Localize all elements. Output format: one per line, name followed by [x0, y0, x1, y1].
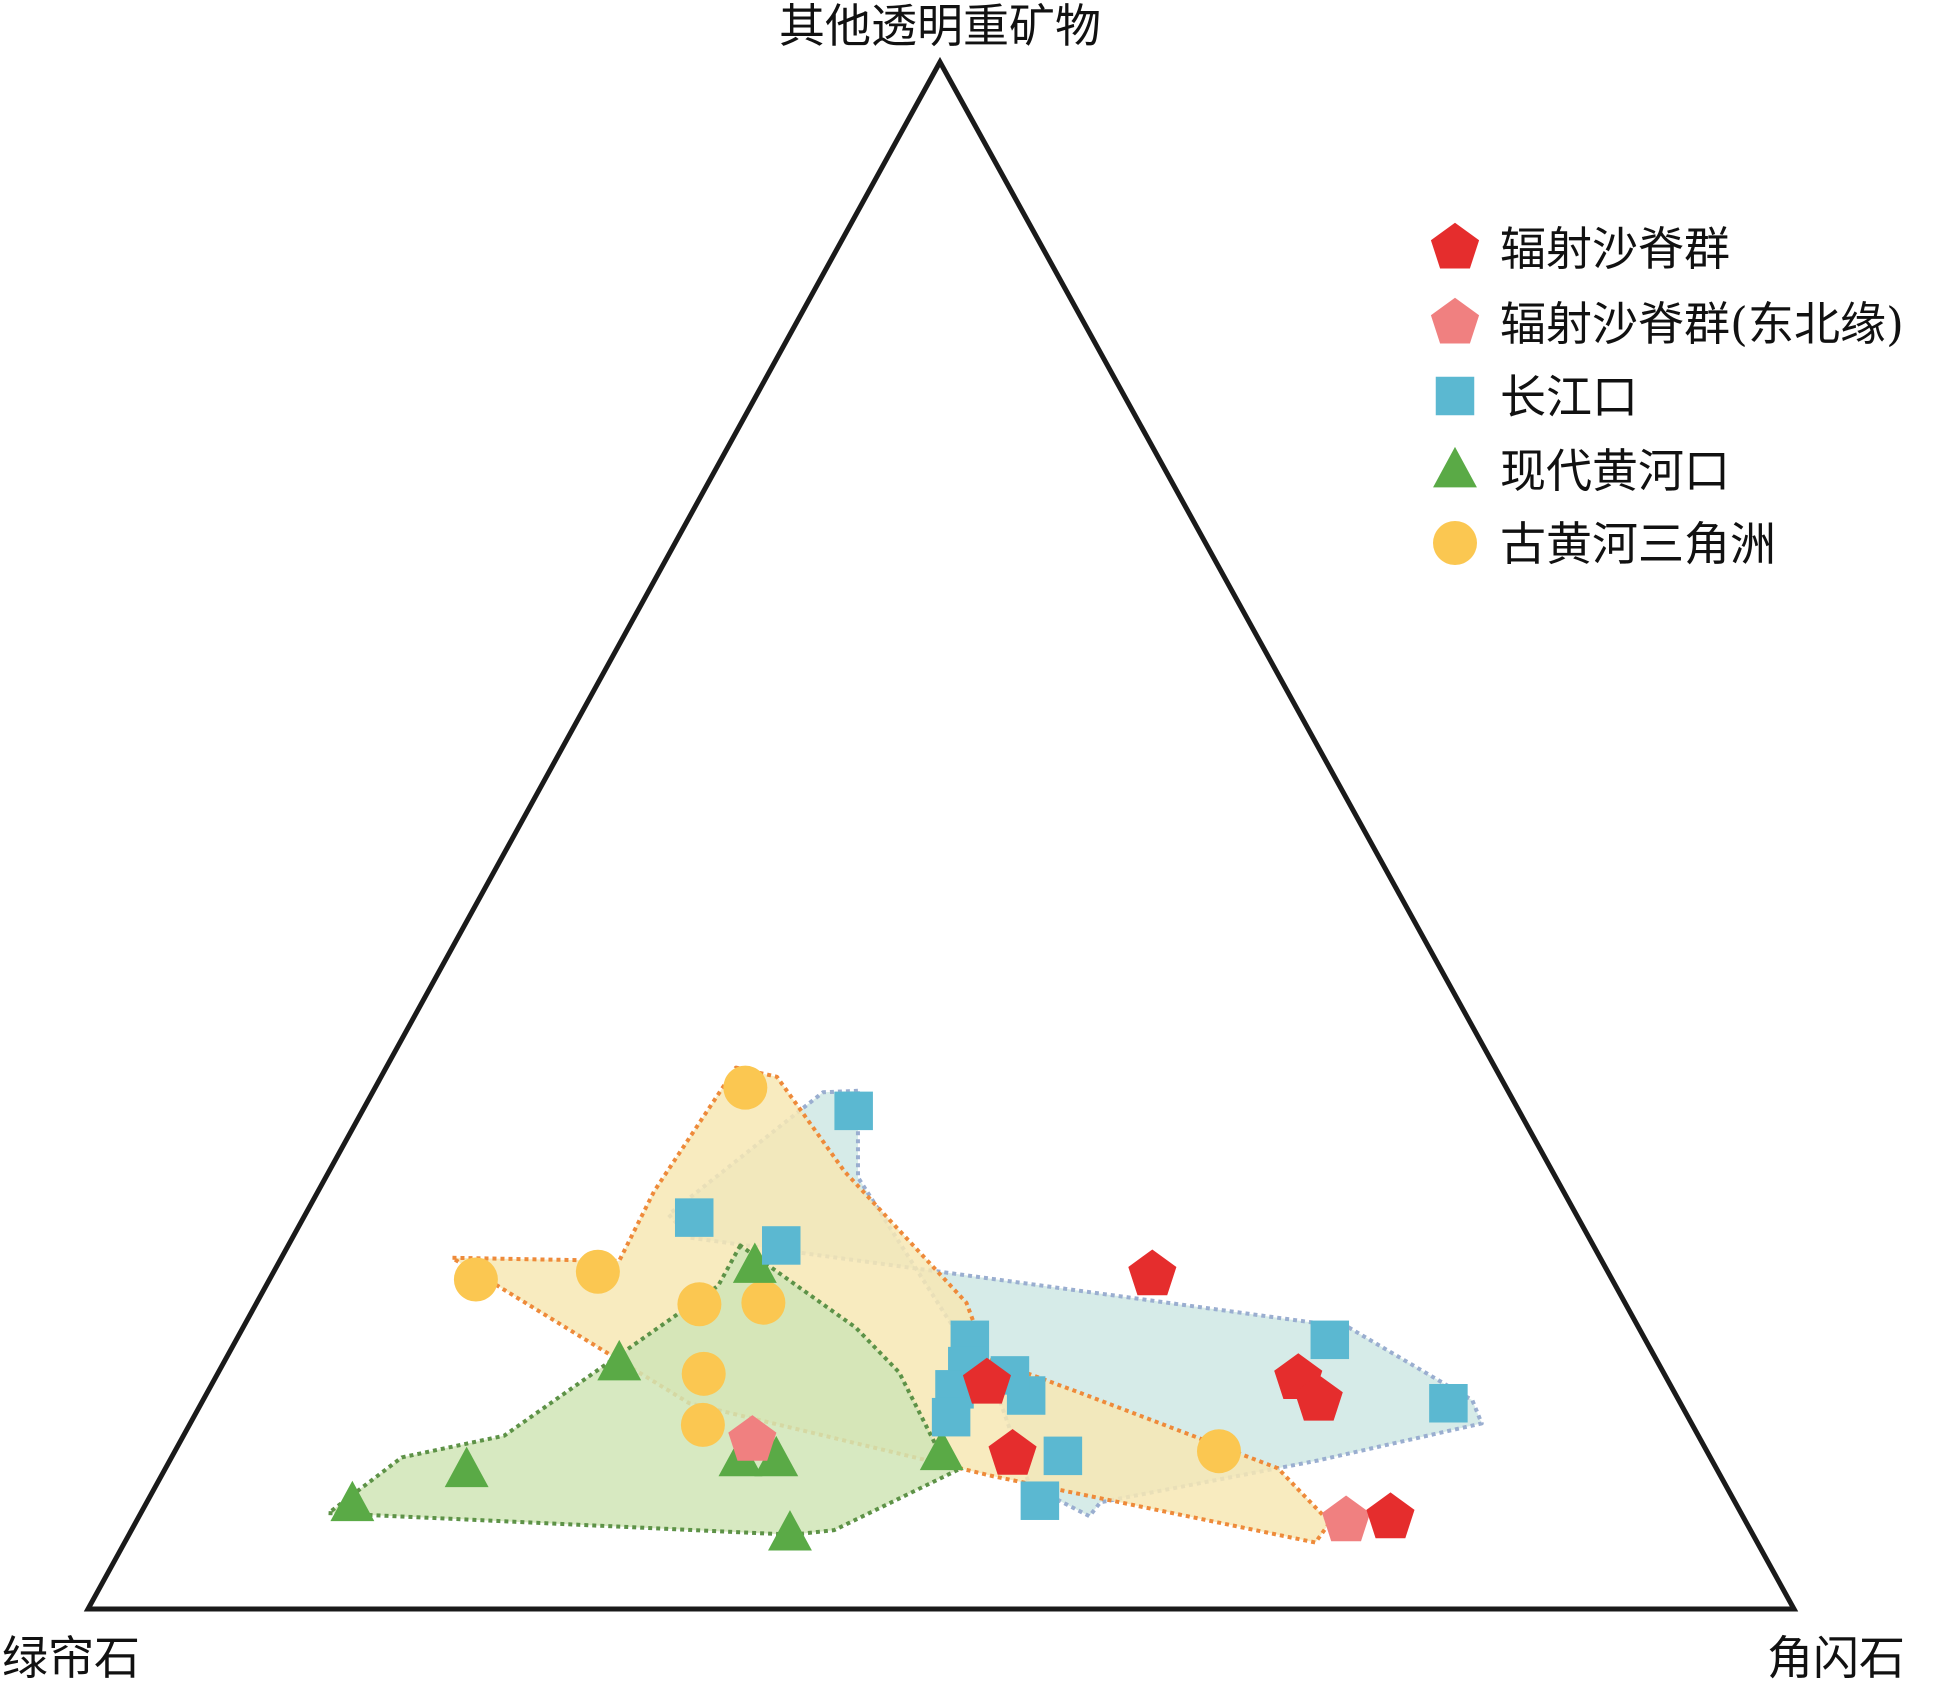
data-point-yangtze	[1020, 1481, 1060, 1520]
data-point-yangtze	[1310, 1320, 1350, 1360]
legend-marker-circle	[1433, 521, 1477, 565]
data-point-radial	[1128, 1249, 1177, 1296]
region-old_yr	[450, 1065, 1332, 1545]
data-point-yangtze	[931, 1397, 971, 1437]
data-point-old_yr	[741, 1280, 786, 1325]
legend-item-radial-ne: 辐射沙脊群(东北缘)	[1430, 297, 1904, 351]
data-points	[330, 1065, 1468, 1551]
data-point-old_yr	[680, 1402, 725, 1447]
legend-marker-triangle	[1433, 446, 1477, 488]
data-point-modern_yr	[330, 1480, 375, 1522]
data-point-modern_yr	[732, 1242, 777, 1283]
vertex-label-right: 角闪石	[1767, 1631, 1905, 1682]
legend-marker-circle	[1433, 521, 1477, 565]
legend-label: 古黄河三角洲	[1500, 517, 1776, 571]
data-point-radial	[962, 1357, 1011, 1404]
data-point-yangtze	[1429, 1383, 1468, 1423]
ternary-triangle-frame	[83, 56, 1799, 1612]
data-point-old_yr	[1196, 1429, 1241, 1474]
data-point-old_yr	[677, 1282, 722, 1327]
legend: 辐射沙脊群 辐射沙脊群(东北缘) 长江口 现代黄河口 古黄河三角洲	[1430, 222, 1904, 571]
legend-item-yangtze: 长江口	[1435, 370, 1638, 424]
legend-label: 长江口	[1500, 370, 1638, 424]
region-modern_yr	[326, 1243, 960, 1537]
data-point-yangtze	[762, 1226, 801, 1265]
data-point-radial_ne	[1322, 1495, 1371, 1542]
legend-marker-pentagon	[1430, 297, 1480, 344]
data-point-radial	[1366, 1492, 1415, 1539]
data-point-radial	[1294, 1374, 1343, 1421]
data-point-modern_yr	[754, 1435, 799, 1477]
data-point-old_yr	[453, 1257, 498, 1302]
data-point-radial_ne	[728, 1415, 777, 1461]
legend-label: 现代黄河口	[1500, 444, 1730, 498]
legend-marker-triangle	[1433, 446, 1477, 488]
data-point-old_yr	[575, 1249, 620, 1294]
legend-item-modern-yr: 现代黄河口	[1433, 444, 1730, 498]
vertex-label-left: 绿帘石	[2, 1631, 140, 1682]
data-point-old_yr	[681, 1351, 726, 1396]
legend-marker-pentagon	[1430, 297, 1480, 344]
legend-marker-square	[1435, 376, 1475, 416]
legend-label: 辐射沙脊群	[1500, 222, 1730, 276]
data-point-modern_yr	[919, 1429, 964, 1471]
data-point-yangtze	[674, 1198, 714, 1237]
legend-label: 辐射沙脊群(东北缘)	[1500, 297, 1904, 351]
legend-marker-pentagon	[1430, 222, 1480, 269]
legend-item-old-yr: 古黄河三角洲	[1433, 517, 1776, 571]
data-point-modern_yr	[444, 1446, 489, 1488]
data-point-radial	[988, 1429, 1037, 1475]
legend-marker-pentagon	[1430, 222, 1480, 269]
data-point-modern_yr	[597, 1339, 642, 1381]
group-regions	[326, 1065, 1484, 1545]
legend-item-radial: 辐射沙脊群	[1430, 222, 1730, 276]
data-point-yangtze	[1043, 1436, 1083, 1476]
data-point-old_yr	[723, 1065, 768, 1110]
vertex-label-top: 其他透明重矿物	[779, 0, 1101, 53]
legend-marker-square	[1435, 376, 1475, 416]
data-point-yangtze	[834, 1091, 873, 1131]
data-point-modern_yr	[768, 1510, 812, 1551]
